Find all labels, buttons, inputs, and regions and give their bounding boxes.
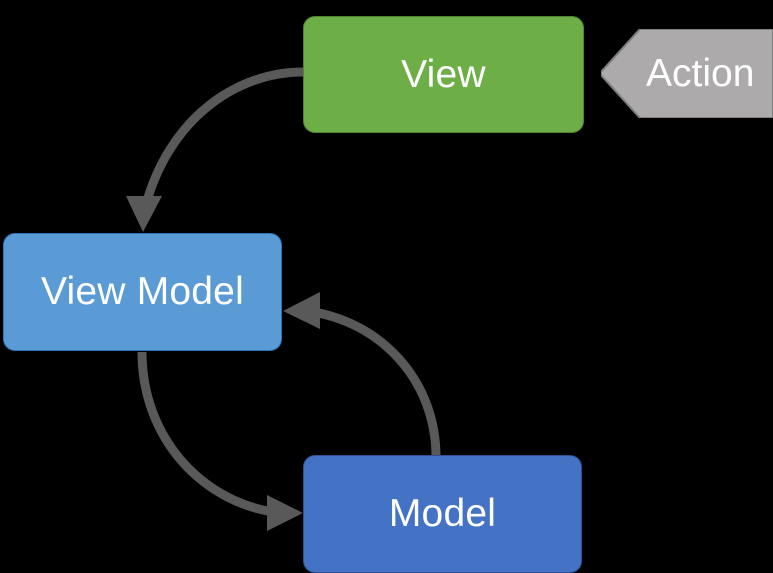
action-label: Action [646, 51, 755, 95]
node-view-model-label: View Model [41, 270, 244, 313]
action-arrow-shape[interactable] [601, 29, 773, 118]
node-view-label: View [401, 52, 486, 96]
connector-model-to-view-model [283, 292, 441, 458]
connector-view-to-view-model [126, 67, 304, 232]
node-view[interactable]: View [303, 16, 584, 133]
connector-view-model-to-model [137, 351, 303, 531]
node-view-model[interactable]: View Model [3, 233, 282, 351]
node-model-label: Model [388, 492, 497, 535]
action-label-container: Action [640, 29, 773, 118]
node-model[interactable]: Model [303, 455, 582, 573]
